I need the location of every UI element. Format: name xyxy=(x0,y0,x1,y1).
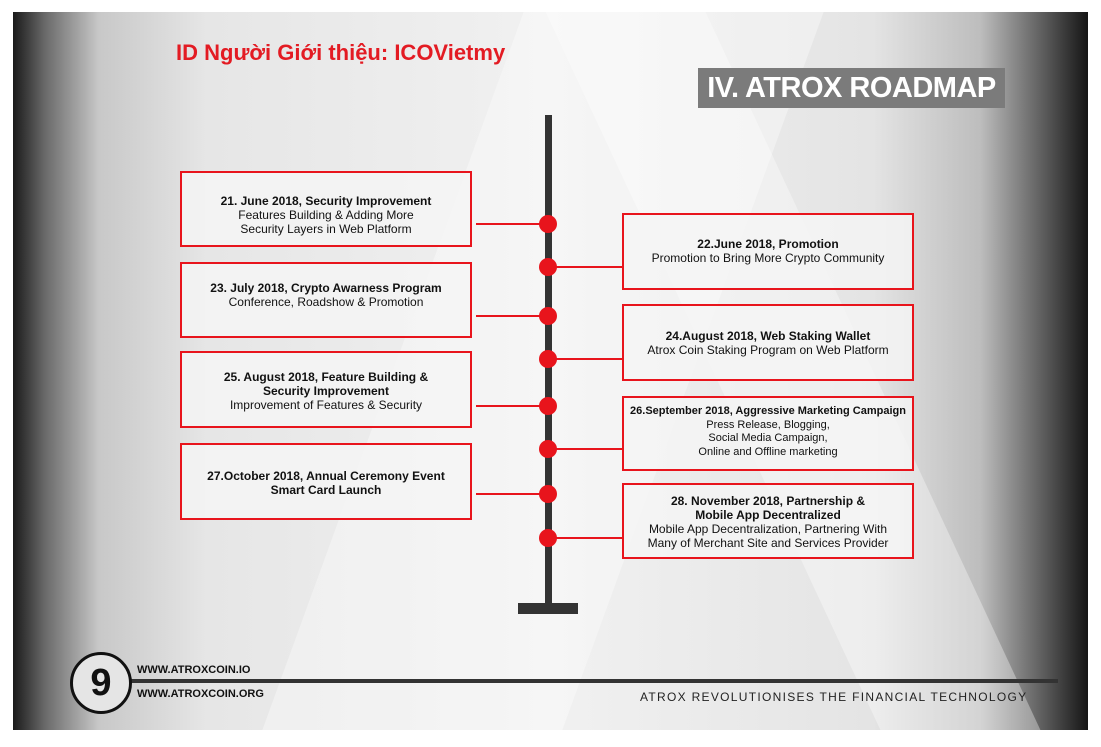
item-heading: 22.June 2018, Promotion xyxy=(697,237,839,251)
timeline-dot xyxy=(539,307,557,325)
timeline-dot xyxy=(539,397,557,415)
item-body: Conference, Roadshow & Promotion xyxy=(228,295,424,309)
item-heading: 25. August 2018, Feature Building & Secu… xyxy=(223,370,429,398)
item-heading: 27.October 2018, Annual Ceremony Event S… xyxy=(207,469,445,497)
timeline-dot xyxy=(539,258,557,276)
item-body: Press Release, Blogging, Social Media Ca… xyxy=(698,418,838,458)
roadmap-item: 26.September 2018, Aggressive Marketing … xyxy=(622,396,914,471)
timeline-dot xyxy=(539,440,557,458)
timeline-dot xyxy=(539,350,557,368)
item-body: Promotion to Bring More Crypto Community xyxy=(651,251,885,265)
roadmap-item: 28. November 2018, Partnership & Mobile … xyxy=(622,483,914,559)
timeline-dot xyxy=(539,485,557,503)
roadmap-item: 25. August 2018, Feature Building & Secu… xyxy=(180,351,472,428)
connector xyxy=(548,358,622,360)
item-heading: 26.September 2018, Aggressive Marketing … xyxy=(630,405,906,417)
website-link-org[interactable]: WWW.ATROXCOIN.ORG xyxy=(137,688,264,700)
referral-id: ID Người Giới thiệu: ICOVietmy xyxy=(176,40,506,65)
footer-tagline: ATROX REVOLUTIONISES THE FINANCIAL TECHN… xyxy=(640,690,1028,704)
connector xyxy=(476,315,548,317)
item-heading: 24.August 2018, Web Staking Wallet xyxy=(665,329,871,343)
item-body: Mobile App Decentralization, Partnering … xyxy=(647,522,889,550)
connector xyxy=(548,266,622,268)
connector xyxy=(548,448,622,450)
page-number: 9 xyxy=(70,652,132,714)
page-title: IV. ATROX ROADMAP xyxy=(698,68,1005,108)
item-heading: 23. July 2018, Crypto Awarness Program xyxy=(210,281,442,295)
item-body: Features Building & Adding More Security… xyxy=(238,208,414,236)
item-heading: 21. June 2018, Security Improvement xyxy=(220,194,432,208)
roadmap-item: 27.October 2018, Annual Ceremony Event S… xyxy=(180,443,472,520)
timeline-base xyxy=(518,603,578,614)
connector xyxy=(476,405,548,407)
website-link-io[interactable]: WWW.ATROXCOIN.IO xyxy=(137,664,251,676)
timeline-dot xyxy=(539,529,557,547)
connector xyxy=(548,537,622,539)
item-body: Improvement of Features & Security xyxy=(229,398,423,412)
footer-divider xyxy=(125,679,1058,683)
timeline-dot xyxy=(539,215,557,233)
connector xyxy=(476,223,548,225)
connector xyxy=(476,493,548,495)
item-heading: 28. November 2018, Partnership & Mobile … xyxy=(670,494,866,522)
item-body: Atrox Coin Staking Program on Web Platfo… xyxy=(647,343,889,357)
